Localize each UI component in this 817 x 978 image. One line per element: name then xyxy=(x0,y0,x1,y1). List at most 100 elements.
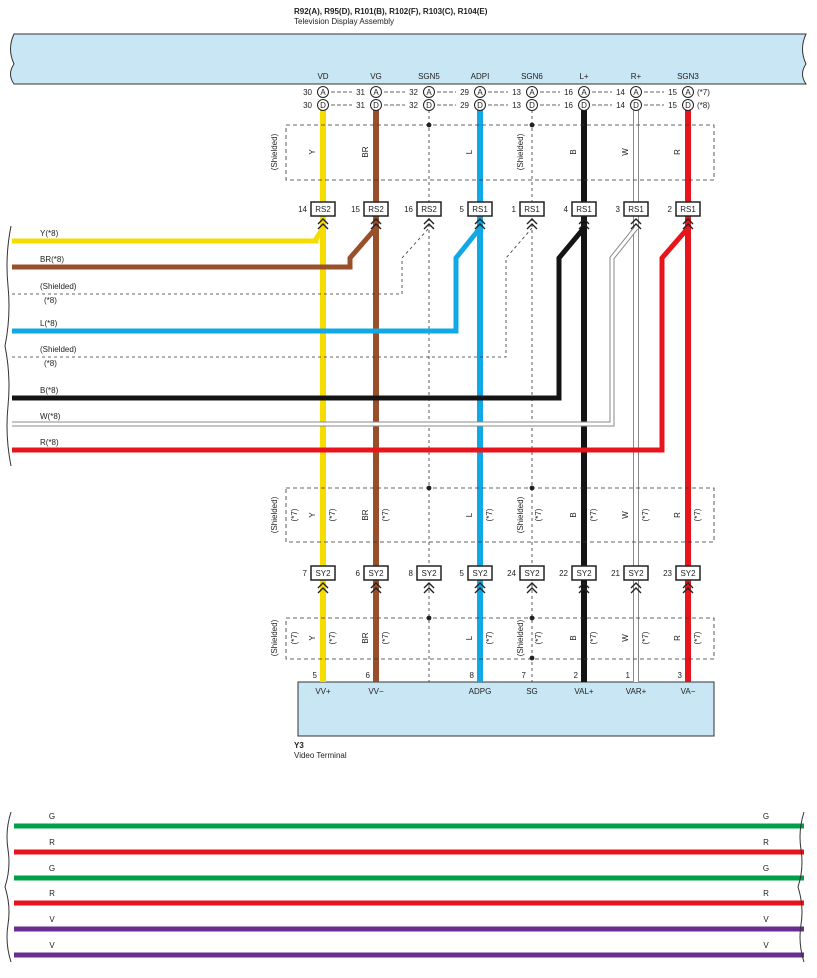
terminal-code: Y3 xyxy=(294,741,304,750)
wire-label-rplus-1: W xyxy=(621,511,630,519)
shielded-label-2: (Shielded) xyxy=(270,619,279,656)
pin-a-sgn3 xyxy=(682,86,694,98)
term-pin-vg: 6 xyxy=(366,671,371,680)
sy-conn-adpi: SY2 xyxy=(472,569,488,578)
pin-letter-sgn6: A xyxy=(529,88,535,97)
term-label-sgn3: VA− xyxy=(681,687,696,696)
left-shield-sh2 xyxy=(12,227,533,358)
rs-box-vg xyxy=(363,201,389,217)
rs-pin-vd: 14 xyxy=(298,205,307,214)
rs-conn-rplus: RS1 xyxy=(628,205,644,214)
note7-vd-2: (*7) xyxy=(328,631,337,644)
sy-pin-sgn3: 23 xyxy=(663,569,672,578)
component-codes: R92(A), R95(D), R101(B), R102(F), R103(C… xyxy=(294,7,488,16)
sy-chevron-sgn3 xyxy=(682,582,694,589)
pin-d-sgn3 xyxy=(682,99,694,111)
left-shield-sh1 xyxy=(12,227,430,295)
note7-lplus-2: (*7) xyxy=(589,631,598,644)
pin-letter-adpi: A xyxy=(477,88,483,97)
sy-pin-adpi: 5 xyxy=(460,569,465,578)
term-pin-adpi: 8 xyxy=(470,671,475,680)
rs-box-lplus xyxy=(571,201,597,217)
pin-num-a-sgn6: 13 xyxy=(512,88,521,97)
rs-pin-lplus: 4 xyxy=(564,205,569,214)
bottom-break-right xyxy=(797,811,805,963)
bottom-label-left-g2: G xyxy=(49,864,55,873)
shield-dot-0 xyxy=(426,122,432,128)
rs-box-rplus xyxy=(623,201,649,217)
signal-rplus: R+ xyxy=(631,72,642,81)
pin-letter-adpi: D xyxy=(477,101,483,110)
terminal-name: Video Terminal xyxy=(294,751,347,760)
pin-letter-rplus: D xyxy=(633,101,639,110)
sy-box-sgn3 xyxy=(675,565,701,581)
term-label-lplus: VAL+ xyxy=(574,687,594,696)
sy-chevron-lplus xyxy=(578,587,590,594)
shielded-label-sgn6-2: (Shielded) xyxy=(516,619,525,656)
term-pin-rplus: 1 xyxy=(626,671,631,680)
note7-vd-1: (*7) xyxy=(328,508,337,521)
rs-conn-vd: RS2 xyxy=(315,205,331,214)
signal-sgn3: SGN3 xyxy=(677,72,699,81)
sy-chevron-vg xyxy=(370,582,382,589)
left-label-b: B(*8) xyxy=(40,386,59,395)
rs-chevron-adpi xyxy=(474,218,486,225)
sy-chevron-sgn5 xyxy=(423,587,435,594)
note7-sgn6-2: (*7) xyxy=(534,631,543,644)
rs-box-sgn5 xyxy=(416,201,442,217)
display-assembly-panel xyxy=(10,33,807,85)
rs-chevron-rplus xyxy=(630,223,642,230)
sy-chevron-lplus xyxy=(578,582,590,589)
pin-num-d-sgn5: 32 xyxy=(409,101,418,110)
sy-box-sgn6 xyxy=(519,565,545,581)
shielded-label-0: (Shielded) xyxy=(270,133,279,170)
rs-chevron-sgn6 xyxy=(526,223,538,230)
note7-sgn3-1: (*7) xyxy=(693,508,702,521)
note7-vg-2: (*7) xyxy=(381,631,390,644)
left-wire-br xyxy=(12,226,378,270)
wire-label-rplus-2: W xyxy=(621,634,630,642)
sy-conn-sgn3: SY2 xyxy=(680,569,696,578)
sy-chevron-adpi xyxy=(474,587,486,594)
term-label-vd: VV+ xyxy=(315,687,331,696)
pin-letter-sgn6: D xyxy=(529,101,535,110)
shield-dot-2 xyxy=(426,485,432,491)
sy-chevron-vd xyxy=(317,587,329,594)
left-wire-y xyxy=(12,226,326,244)
rs-pin-vg: 15 xyxy=(351,205,360,214)
signal-sgn6: SGN6 xyxy=(521,72,543,81)
term-label-rplus: VAR+ xyxy=(626,687,647,696)
note7-vg-1: (*7) xyxy=(381,508,390,521)
signal-sgn5: SGN5 xyxy=(418,72,440,81)
wire-label-lplus-0: B xyxy=(569,149,578,154)
sy-box-vg xyxy=(363,565,389,581)
bottom-label-right-r1: R xyxy=(763,838,769,847)
shield-dot-1 xyxy=(529,122,535,128)
left-break-mark xyxy=(4,225,12,467)
term-pin-vd: 5 xyxy=(313,671,318,680)
pin-num-d-sgn3: 15 xyxy=(668,101,677,110)
rs-chevron-lplus xyxy=(578,218,590,225)
sy-box-sgn5 xyxy=(416,565,442,581)
shielded-label-sgn6-1: (Shielded) xyxy=(516,496,525,533)
wire-label-vd-2: Y xyxy=(308,635,317,641)
note7-adpi-1: (*7) xyxy=(485,508,494,521)
pin-letter-sgn5: A xyxy=(426,88,432,97)
shield-dot-5 xyxy=(529,615,535,621)
shield-dot-3 xyxy=(529,485,535,491)
left-sub-sh2: (*8) xyxy=(44,359,57,368)
pin-letter-vd: D xyxy=(320,101,326,110)
shielded-label-sgn6-0: (Shielded) xyxy=(516,133,525,170)
pin-num-d-rplus: 14 xyxy=(616,101,625,110)
wire-label-adpi-2: L xyxy=(465,635,474,640)
left-label-sh2: (Shielded) xyxy=(40,345,77,354)
bottom-label-right-g1: G xyxy=(763,812,769,821)
sy-pin-vg: 6 xyxy=(356,569,361,578)
shield-dot-6 xyxy=(529,655,535,661)
note7-rplus-1: (*7) xyxy=(641,508,650,521)
wire-label-lplus-2: B xyxy=(569,635,578,640)
component-name: Television Display Assembly xyxy=(294,17,394,26)
rs-chevron-sgn5 xyxy=(423,218,435,225)
wire-label-sgn3-2: R xyxy=(673,635,682,641)
note7-left-2: (*7) xyxy=(290,631,299,644)
